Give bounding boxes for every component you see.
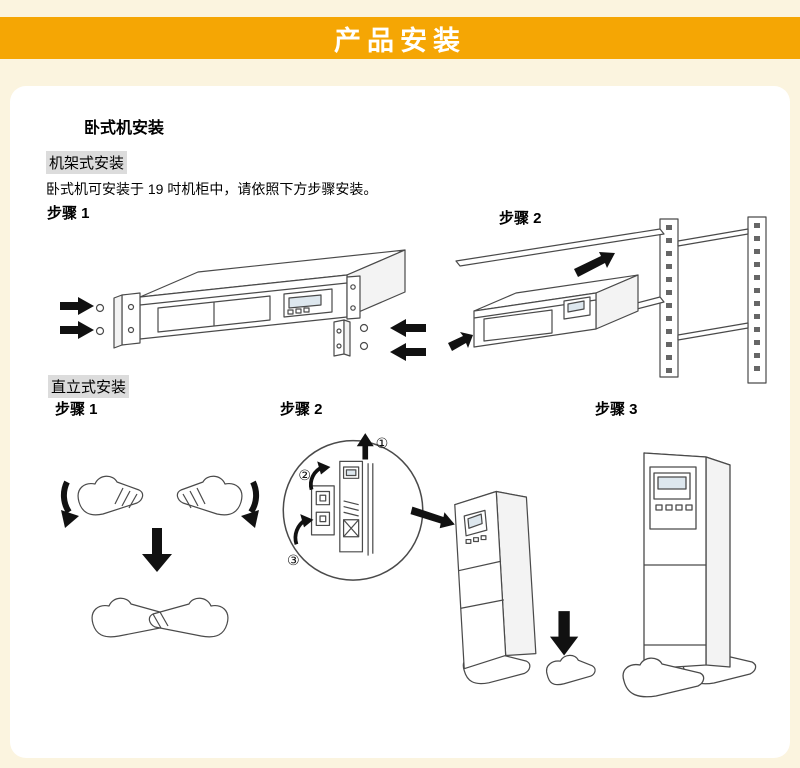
- callout-mark-2: ②: [298, 467, 311, 483]
- mounting-direction-arrows: [60, 297, 426, 361]
- tower-step3-label: 步骤 3: [595, 401, 638, 418]
- rack-step2-label: 步骤 2: [499, 210, 542, 227]
- arrow-heads-and-down-arrow: [61, 510, 259, 572]
- callout-mark-1: ①: [376, 435, 389, 451]
- tower-install-heading: 直立式安装: [48, 375, 130, 398]
- rack-install-heading: 机架式安装: [46, 151, 128, 174]
- standing-tower-drawing: [622, 452, 757, 698]
- step2-arrows: [300, 433, 579, 656]
- tower-step1-label: 步骤 1: [55, 401, 98, 418]
- horizontal-install-heading: 卧式机安装: [84, 120, 165, 137]
- detail-callout-circle: [282, 439, 424, 581]
- tilted-tower-drawing: [454, 490, 596, 686]
- tower-step1-illustration: [60, 475, 260, 638]
- insert-direction-arrows: [448, 252, 615, 351]
- tower-step3-illustration: [622, 452, 757, 698]
- rack-step2-illustration: [448, 216, 767, 384]
- page-banner: 产品安装: [0, 17, 800, 59]
- ups-chassis-drawing: [95, 249, 406, 357]
- tower-step2-illustration: ① ② ③: [282, 433, 596, 686]
- rack-install-description: 卧式机可安装于 19 吋机柜中，请依照下方步骤安装。: [46, 181, 378, 197]
- rack-step1-label: 步骤 1: [47, 205, 90, 222]
- rotate-arrows: [60, 480, 260, 514]
- callout-marks: ① ② ③: [287, 435, 388, 568]
- callout-mark-3: ③: [287, 552, 300, 568]
- tower-step2-label: 步骤 2: [280, 401, 323, 418]
- page-title: 产品安装: [334, 25, 466, 56]
- rack-step1-illustration: [60, 249, 426, 361]
- rack-posts-drawing: [455, 216, 767, 384]
- base-stands-drawing: [77, 475, 243, 638]
